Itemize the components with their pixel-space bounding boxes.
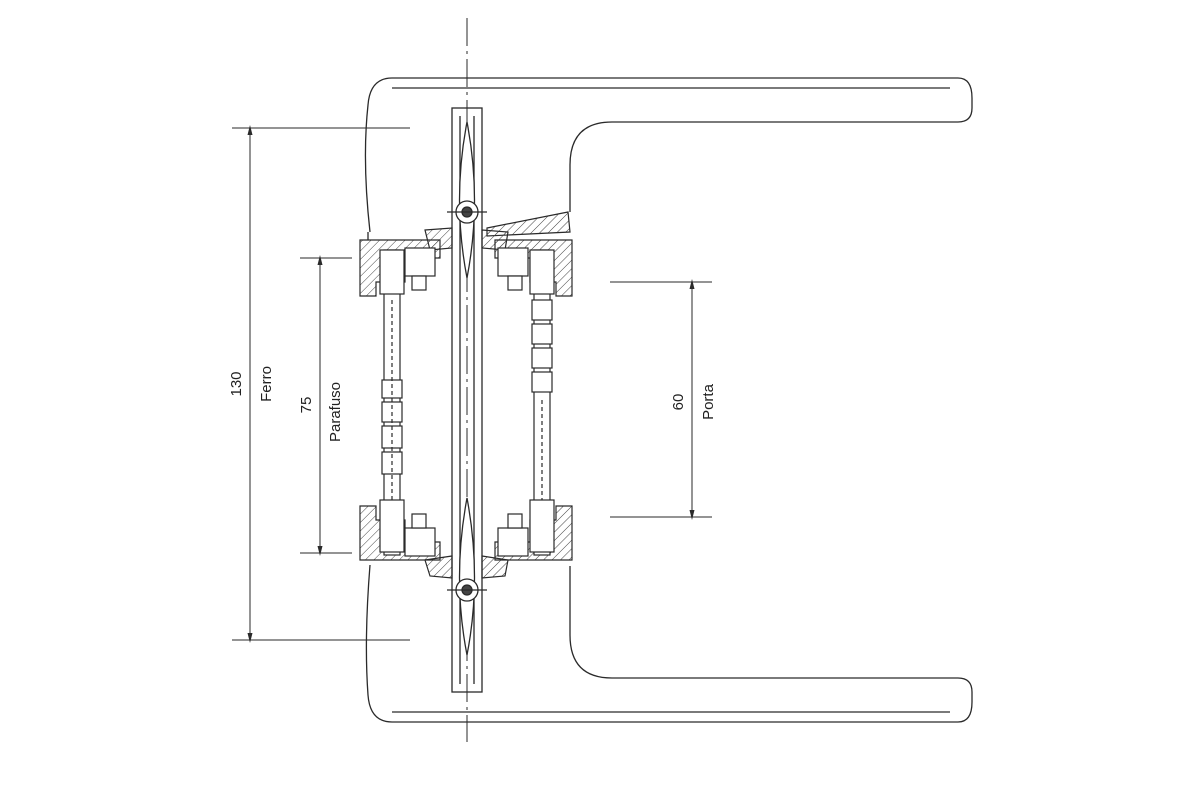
- spindle-lens-bottom: [458, 497, 476, 656]
- spindle-lens-top: [458, 121, 476, 279]
- dim-porta-label: Porta: [700, 383, 717, 420]
- dim-ferro-value: 130: [228, 371, 245, 396]
- dim-ferro-label: Ferro: [258, 366, 275, 402]
- dim-parafuso-value: 75: [298, 397, 315, 414]
- dim-parafuso-label: Parafuso: [327, 382, 344, 442]
- handle-outline: [364, 77, 973, 723]
- dim-porta-value: 60: [670, 394, 687, 411]
